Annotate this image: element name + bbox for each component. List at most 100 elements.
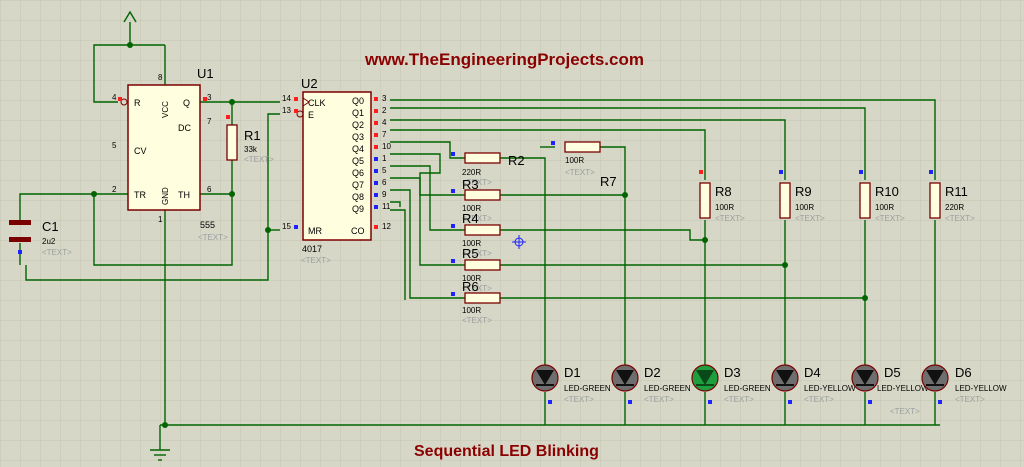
d1-type: LED-GREEN <box>564 384 611 393</box>
u1-pin-marker <box>203 97 207 101</box>
c1-pin-marker <box>18 250 22 254</box>
r1-pin-marker <box>226 115 230 119</box>
d2-text: <TEXT> <box>644 395 674 404</box>
u2-4017-counter[interactable]: U2 4017 <TEXT> CLK E MR Q0 Q1 Q2 Q3 Q4 Q… <box>282 76 391 265</box>
u1-pinnum-8: 8 <box>158 73 163 82</box>
r10-text: <TEXT> <box>875 214 905 223</box>
d2-led[interactable]: D2 LED-GREEN <TEXT> <box>611 364 691 404</box>
c1-text: <TEXT> <box>42 248 72 257</box>
d1-text: <TEXT> <box>564 395 594 404</box>
r3-text: <TEXT> <box>462 214 492 223</box>
r3-ref: R3 <box>462 177 479 192</box>
u1-555-timer[interactable]: U1 555 <TEXT> R Q DC CV TR TH VCC GND 4 … <box>112 66 228 242</box>
u2-pinnum-9: 9 <box>382 190 387 199</box>
d4-ref: D4 <box>804 365 821 380</box>
u2-pin-q6: Q6 <box>352 168 364 178</box>
u1-pinnum-4: 4 <box>112 93 117 102</box>
u2-pin-q9: Q9 <box>352 204 364 214</box>
r5-ref: R5 <box>462 246 479 261</box>
r1-resistor[interactable]: R1 33k <TEXT> <box>226 115 274 164</box>
r11-text: <TEXT> <box>945 214 975 223</box>
r11-value: 220R <box>945 203 964 212</box>
r6-ref: R6 <box>462 279 479 294</box>
d3-ref: D3 <box>724 365 741 380</box>
site-url: www.TheEngineeringProjects.com <box>364 50 644 69</box>
u2-pinnum-11: 11 <box>382 202 391 211</box>
u2-pinnum-14: 14 <box>282 94 291 103</box>
u2-pin-q8: Q8 <box>352 192 364 202</box>
u1-type: 555 <box>200 220 215 230</box>
u2-pin-co: CO <box>351 226 365 236</box>
r5-resistor[interactable]: R5 100R <TEXT> <box>451 246 501 293</box>
u2-pinnum-5: 5 <box>382 166 387 175</box>
d2-ref: D2 <box>644 365 661 380</box>
r5-value: 100R <box>462 274 481 283</box>
r6-value: 100R <box>462 306 481 315</box>
d6-text: <TEXT> <box>955 395 985 404</box>
d1-led[interactable]: D1 LED-GREEN <TEXT> <box>531 364 611 404</box>
r10-ref: R10 <box>875 184 899 199</box>
r2-value: 220R <box>462 168 481 177</box>
u2-pinnum-4: 4 <box>382 118 387 127</box>
u2-pin-q4: Q4 <box>352 144 364 154</box>
u1-pinnum-3: 3 <box>207 93 212 102</box>
u2-pinnum-6: 6 <box>382 178 387 187</box>
r7-resistor[interactable]: R7 100R <TEXT> <box>551 141 617 189</box>
d5-text: <TEXT> <box>890 407 920 416</box>
d5-led[interactable]: D5 LED-YELLOW <TEXT> <box>851 364 929 416</box>
d6-led[interactable]: D6 LED-YELLOW <TEXT> <box>921 364 1007 404</box>
r4-text: <TEXT> <box>462 249 492 258</box>
u1-pin-r: R <box>134 98 141 108</box>
u2-ref: U2 <box>301 76 318 91</box>
c1-capacitor[interactable]: C1 2u2 <TEXT> <box>9 219 72 257</box>
junctions <box>91 42 868 428</box>
d4-text: <TEXT> <box>804 395 834 404</box>
u1-pinnum-1: 1 <box>158 215 163 224</box>
r1-text: <TEXT> <box>244 155 274 164</box>
u2-pinnum-2: 2 <box>382 106 387 115</box>
u2-pin-markers <box>294 97 378 229</box>
u1-pin-tr: TR <box>134 190 146 200</box>
r4-value: 100R <box>462 239 481 248</box>
r6-resistor[interactable]: R6 100R <TEXT> <box>451 279 501 325</box>
d4-led[interactable]: D4 LED-YELLOW <TEXT> <box>771 364 856 404</box>
r8-resistor[interactable]: R8 100R <TEXT> <box>699 170 745 223</box>
r8-text: <TEXT> <box>715 214 745 223</box>
r9-text: <TEXT> <box>795 214 825 223</box>
caption-title: Sequential LED Blinking <box>414 443 599 460</box>
u2-pinnum-12: 12 <box>382 222 391 231</box>
u2-pinnum-1: 1 <box>382 154 387 163</box>
u1-pin-vcc: VCC <box>161 101 170 118</box>
u1-body <box>127 84 201 211</box>
u1-pinnum-5: 5 <box>112 141 117 150</box>
u2-pin-q0: Q0 <box>352 96 364 106</box>
d3-led[interactable]: D3 LED-GREEN <TEXT> <box>691 364 771 404</box>
r8-value: 100R <box>715 203 734 212</box>
r9-value: 100R <box>795 203 814 212</box>
power-symbol <box>123 10 137 23</box>
r2-resistor[interactable]: R2 220R <TEXT> <box>451 152 525 187</box>
r1-ref: R1 <box>244 128 261 143</box>
u1-pin-marker <box>118 97 122 101</box>
u2-pinnum-7: 7 <box>382 130 387 139</box>
d6-type: LED-YELLOW <box>955 384 1007 393</box>
d3-text: <TEXT> <box>724 395 754 404</box>
r4-ref: R4 <box>462 211 479 226</box>
d1-ref: D1 <box>564 365 581 380</box>
crosshair-icon <box>512 235 526 249</box>
u2-pin-q7: Q7 <box>352 180 364 190</box>
u2-body <box>302 91 372 241</box>
r11-ref: R11 <box>945 184 968 199</box>
d5-type: LED-YELLOW <box>877 384 929 393</box>
u2-pin-e: E <box>308 110 314 120</box>
r4-resistor[interactable]: R4 100R <TEXT> <box>451 211 501 258</box>
u2-text: <TEXT> <box>301 256 331 265</box>
u1-text: <TEXT> <box>198 233 228 242</box>
r10-resistor[interactable]: R10 100R <TEXT> <box>859 170 905 223</box>
d6-ref: D6 <box>955 365 972 380</box>
r11-resistor[interactable]: R11 220R <TEXT> <box>929 170 975 223</box>
r3-resistor[interactable]: R3 100R <TEXT> <box>451 177 501 223</box>
u2-pinnum-3: 3 <box>382 94 387 103</box>
r9-resistor[interactable]: R9 100R <TEXT> <box>779 170 825 223</box>
